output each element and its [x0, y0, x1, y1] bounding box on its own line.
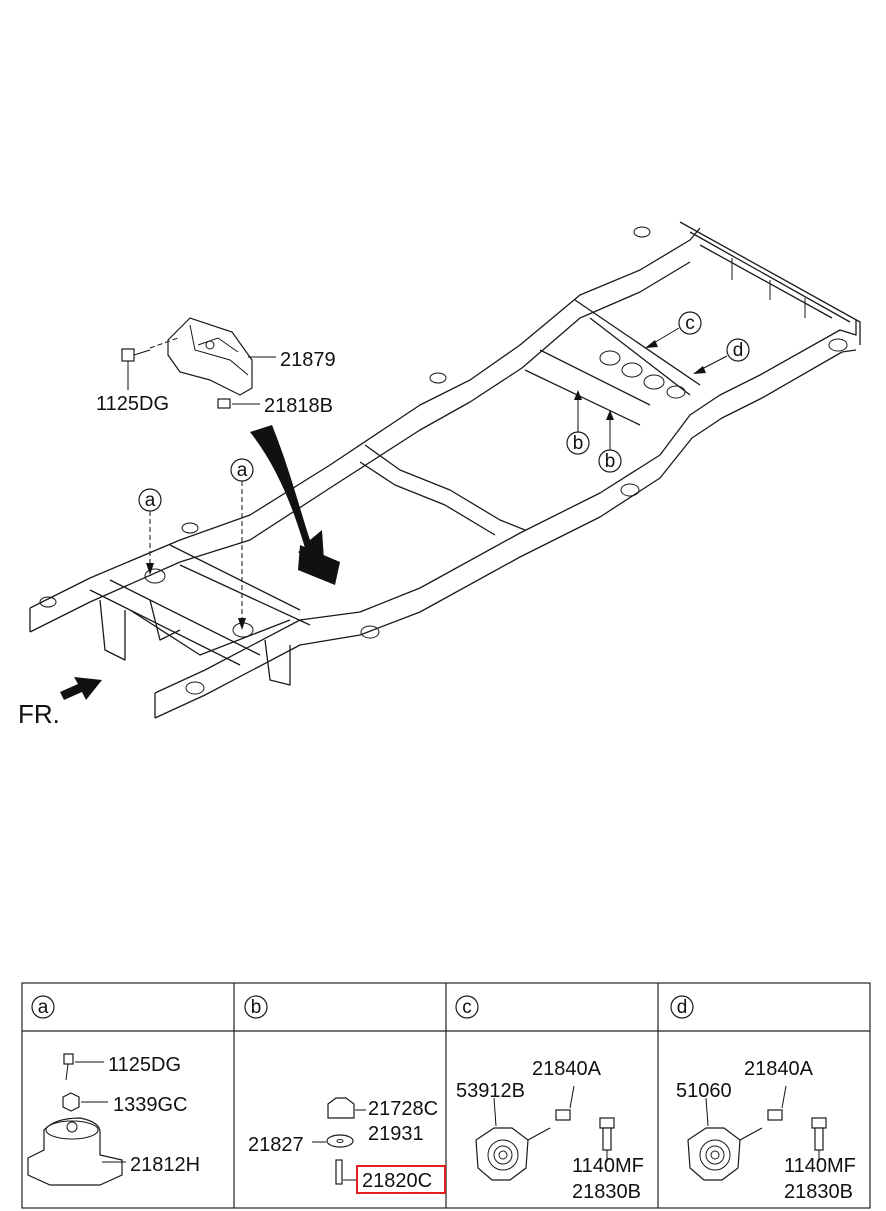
callout-d-letter: d — [733, 340, 744, 361]
cell-a-parts — [27, 1053, 126, 1186]
cell-b-parts — [312, 1097, 366, 1185]
cell-d-parts — [687, 1085, 827, 1181]
bolt-label: 1125DG — [96, 393, 169, 415]
part-d-21830B: 21830B — [784, 1181, 853, 1203]
bracket-label: 21879 — [280, 349, 336, 371]
part-b-21827: 21827 — [248, 1134, 304, 1156]
callout-a-left-letter: a — [145, 490, 156, 511]
front-arrow-icon — [60, 677, 102, 700]
part-a-21812H: 21812H — [130, 1154, 200, 1176]
callout-b-left: b — [566, 390, 590, 455]
part-d-51060: 51060 — [676, 1080, 732, 1102]
callout-a-left: a — [138, 488, 162, 575]
part-a-1125DG: 1125DG — [108, 1054, 181, 1076]
parts-table: a b c d 1125DG 1339GC 21812H — [21, 982, 871, 1209]
part-b-21728C: 21728C — [368, 1098, 438, 1120]
callout-b-right: b — [598, 410, 622, 473]
highlight-box — [356, 1165, 446, 1194]
table-header-c: c — [455, 995, 479, 1019]
part-b-21931: 21931 — [368, 1123, 424, 1145]
part-c-21840A: 21840A — [532, 1058, 602, 1080]
callout-b-left-letter: b — [573, 433, 584, 454]
part-c-21830B: 21830B — [572, 1181, 641, 1203]
part-d-21840A: 21840A — [744, 1058, 814, 1080]
svg-text:d: d — [677, 997, 688, 1018]
svg-text:a: a — [38, 997, 49, 1018]
front-direction-indicator: FR. — [18, 677, 102, 729]
part-c-53912B: 53912B — [456, 1080, 525, 1102]
callout-d: d — [693, 338, 750, 374]
callout-a-mid: a — [230, 458, 254, 630]
nut-21818B — [217, 398, 260, 409]
svg-text:b: b — [251, 997, 262, 1018]
part-b-21820C: 21820C — [362, 1170, 432, 1192]
nut-label: 21818B — [264, 395, 333, 417]
callout-c: c — [645, 311, 702, 348]
front-label: FR. — [18, 699, 60, 729]
callout-b-right-letter: b — [605, 451, 616, 472]
table-header-d: d — [670, 995, 694, 1019]
svg-text:c: c — [462, 997, 472, 1018]
table-header-a: a — [31, 995, 55, 1019]
table-header-b: b — [244, 995, 268, 1019]
cell-c-parts — [475, 1085, 615, 1181]
callout-c-letter: c — [685, 313, 695, 334]
bolt-1125DG-top — [121, 337, 179, 390]
callout-a-mid-letter: a — [237, 460, 248, 481]
part-d-1140MF: 1140MF — [784, 1155, 856, 1177]
bracket-21879 — [167, 317, 276, 396]
chassis-frame — [29, 221, 861, 719]
part-a-1339GC: 1339GC — [113, 1094, 188, 1116]
part-c-1140MF: 1140MF — [572, 1155, 644, 1177]
transmission-mount-pointer — [250, 425, 340, 585]
